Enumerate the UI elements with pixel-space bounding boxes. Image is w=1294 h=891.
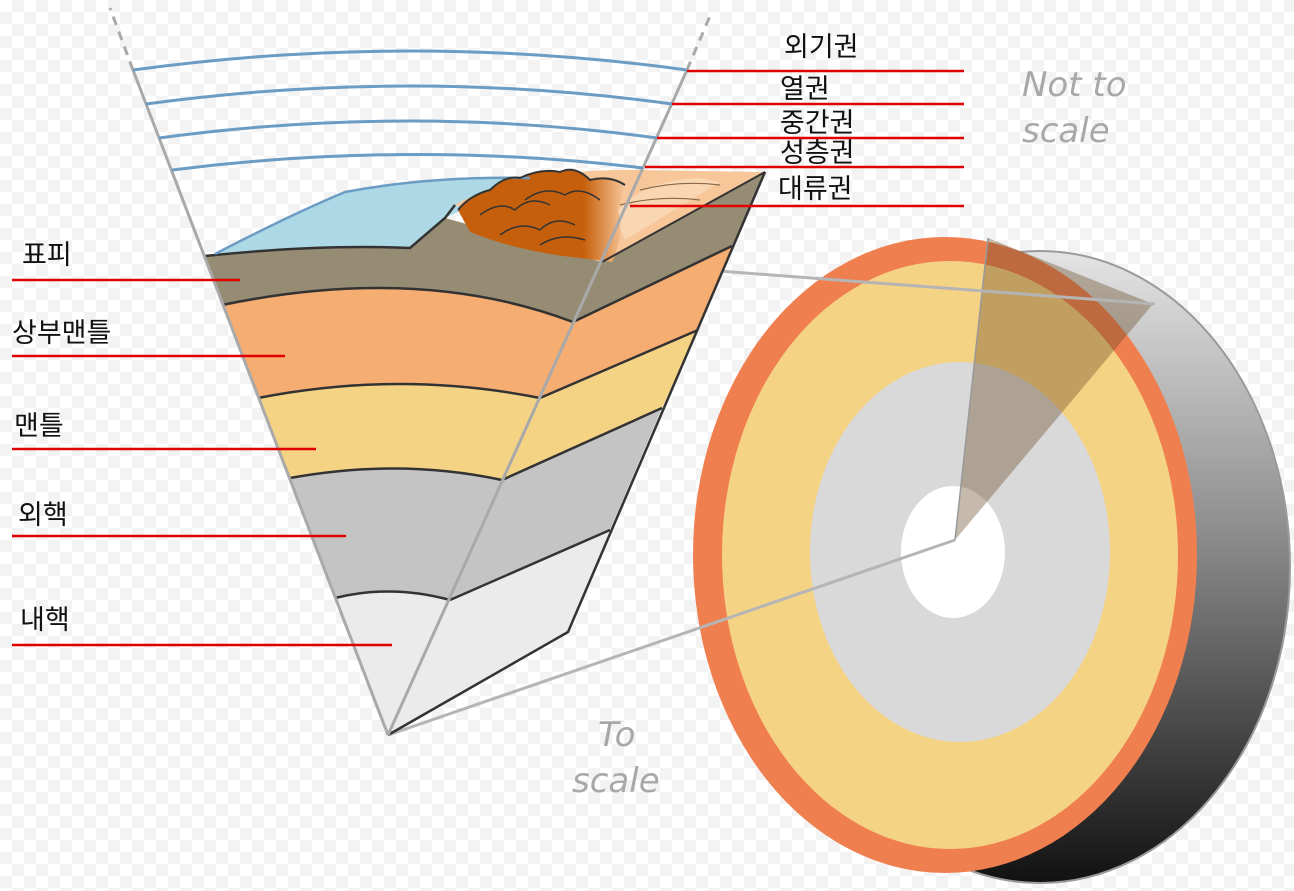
side-mantle xyxy=(502,330,698,480)
note-not-to-scale: Not to scale xyxy=(1022,62,1127,154)
wedge-left-edge xyxy=(131,69,390,736)
side-crust xyxy=(573,172,765,322)
sphere-inner-core xyxy=(901,486,1005,618)
wedge-mantle xyxy=(258,384,540,480)
label-troposphere: 대류권 xyxy=(778,174,853,205)
sphere-wedge-edge xyxy=(954,237,989,541)
side-inner-core xyxy=(388,530,610,735)
wedge-right-edge xyxy=(386,69,689,736)
note-not-to-scale-line1: Not to xyxy=(1022,65,1127,105)
sphere-wedge-cutout xyxy=(955,238,1153,540)
note-to-scale-line1: To xyxy=(598,715,636,755)
wedge-crust-front xyxy=(205,218,602,322)
label-exosphere: 외기권 xyxy=(784,32,859,63)
leader-lines xyxy=(12,69,964,647)
wedge-upper-mantle xyxy=(222,288,573,398)
connector-line-bottom xyxy=(387,538,956,737)
label-upper-mantle: 상부맨틀 xyxy=(12,318,112,349)
label-thermosphere: 열권 xyxy=(780,74,830,105)
wedge-left-dashed xyxy=(108,7,135,71)
wedge-inner-core xyxy=(335,591,450,735)
label-inner-core: 내핵 xyxy=(20,605,70,636)
side-upper-mantle xyxy=(540,246,732,398)
earth-sphere xyxy=(693,237,1291,884)
side-outer-core xyxy=(450,408,662,600)
note-to-scale: To scale xyxy=(572,712,660,804)
wedge-outer-core xyxy=(290,468,502,600)
label-outer-core: 외핵 xyxy=(18,500,68,531)
ocean xyxy=(215,177,530,254)
note-to-scale-line2: scale xyxy=(572,761,660,801)
label-mesosphere: 중간권 xyxy=(780,108,855,139)
land-surface-plateau xyxy=(615,178,720,240)
label-crust: 표피 xyxy=(22,240,72,271)
wedge-right-dashed xyxy=(685,15,712,71)
atmosphere-layers xyxy=(132,49,688,172)
label-stratosphere: 성층권 xyxy=(780,138,855,169)
label-mantle: 맨틀 xyxy=(14,411,64,442)
note-not-to-scale-line2: scale xyxy=(1022,111,1110,151)
earth-wedge xyxy=(108,7,767,737)
